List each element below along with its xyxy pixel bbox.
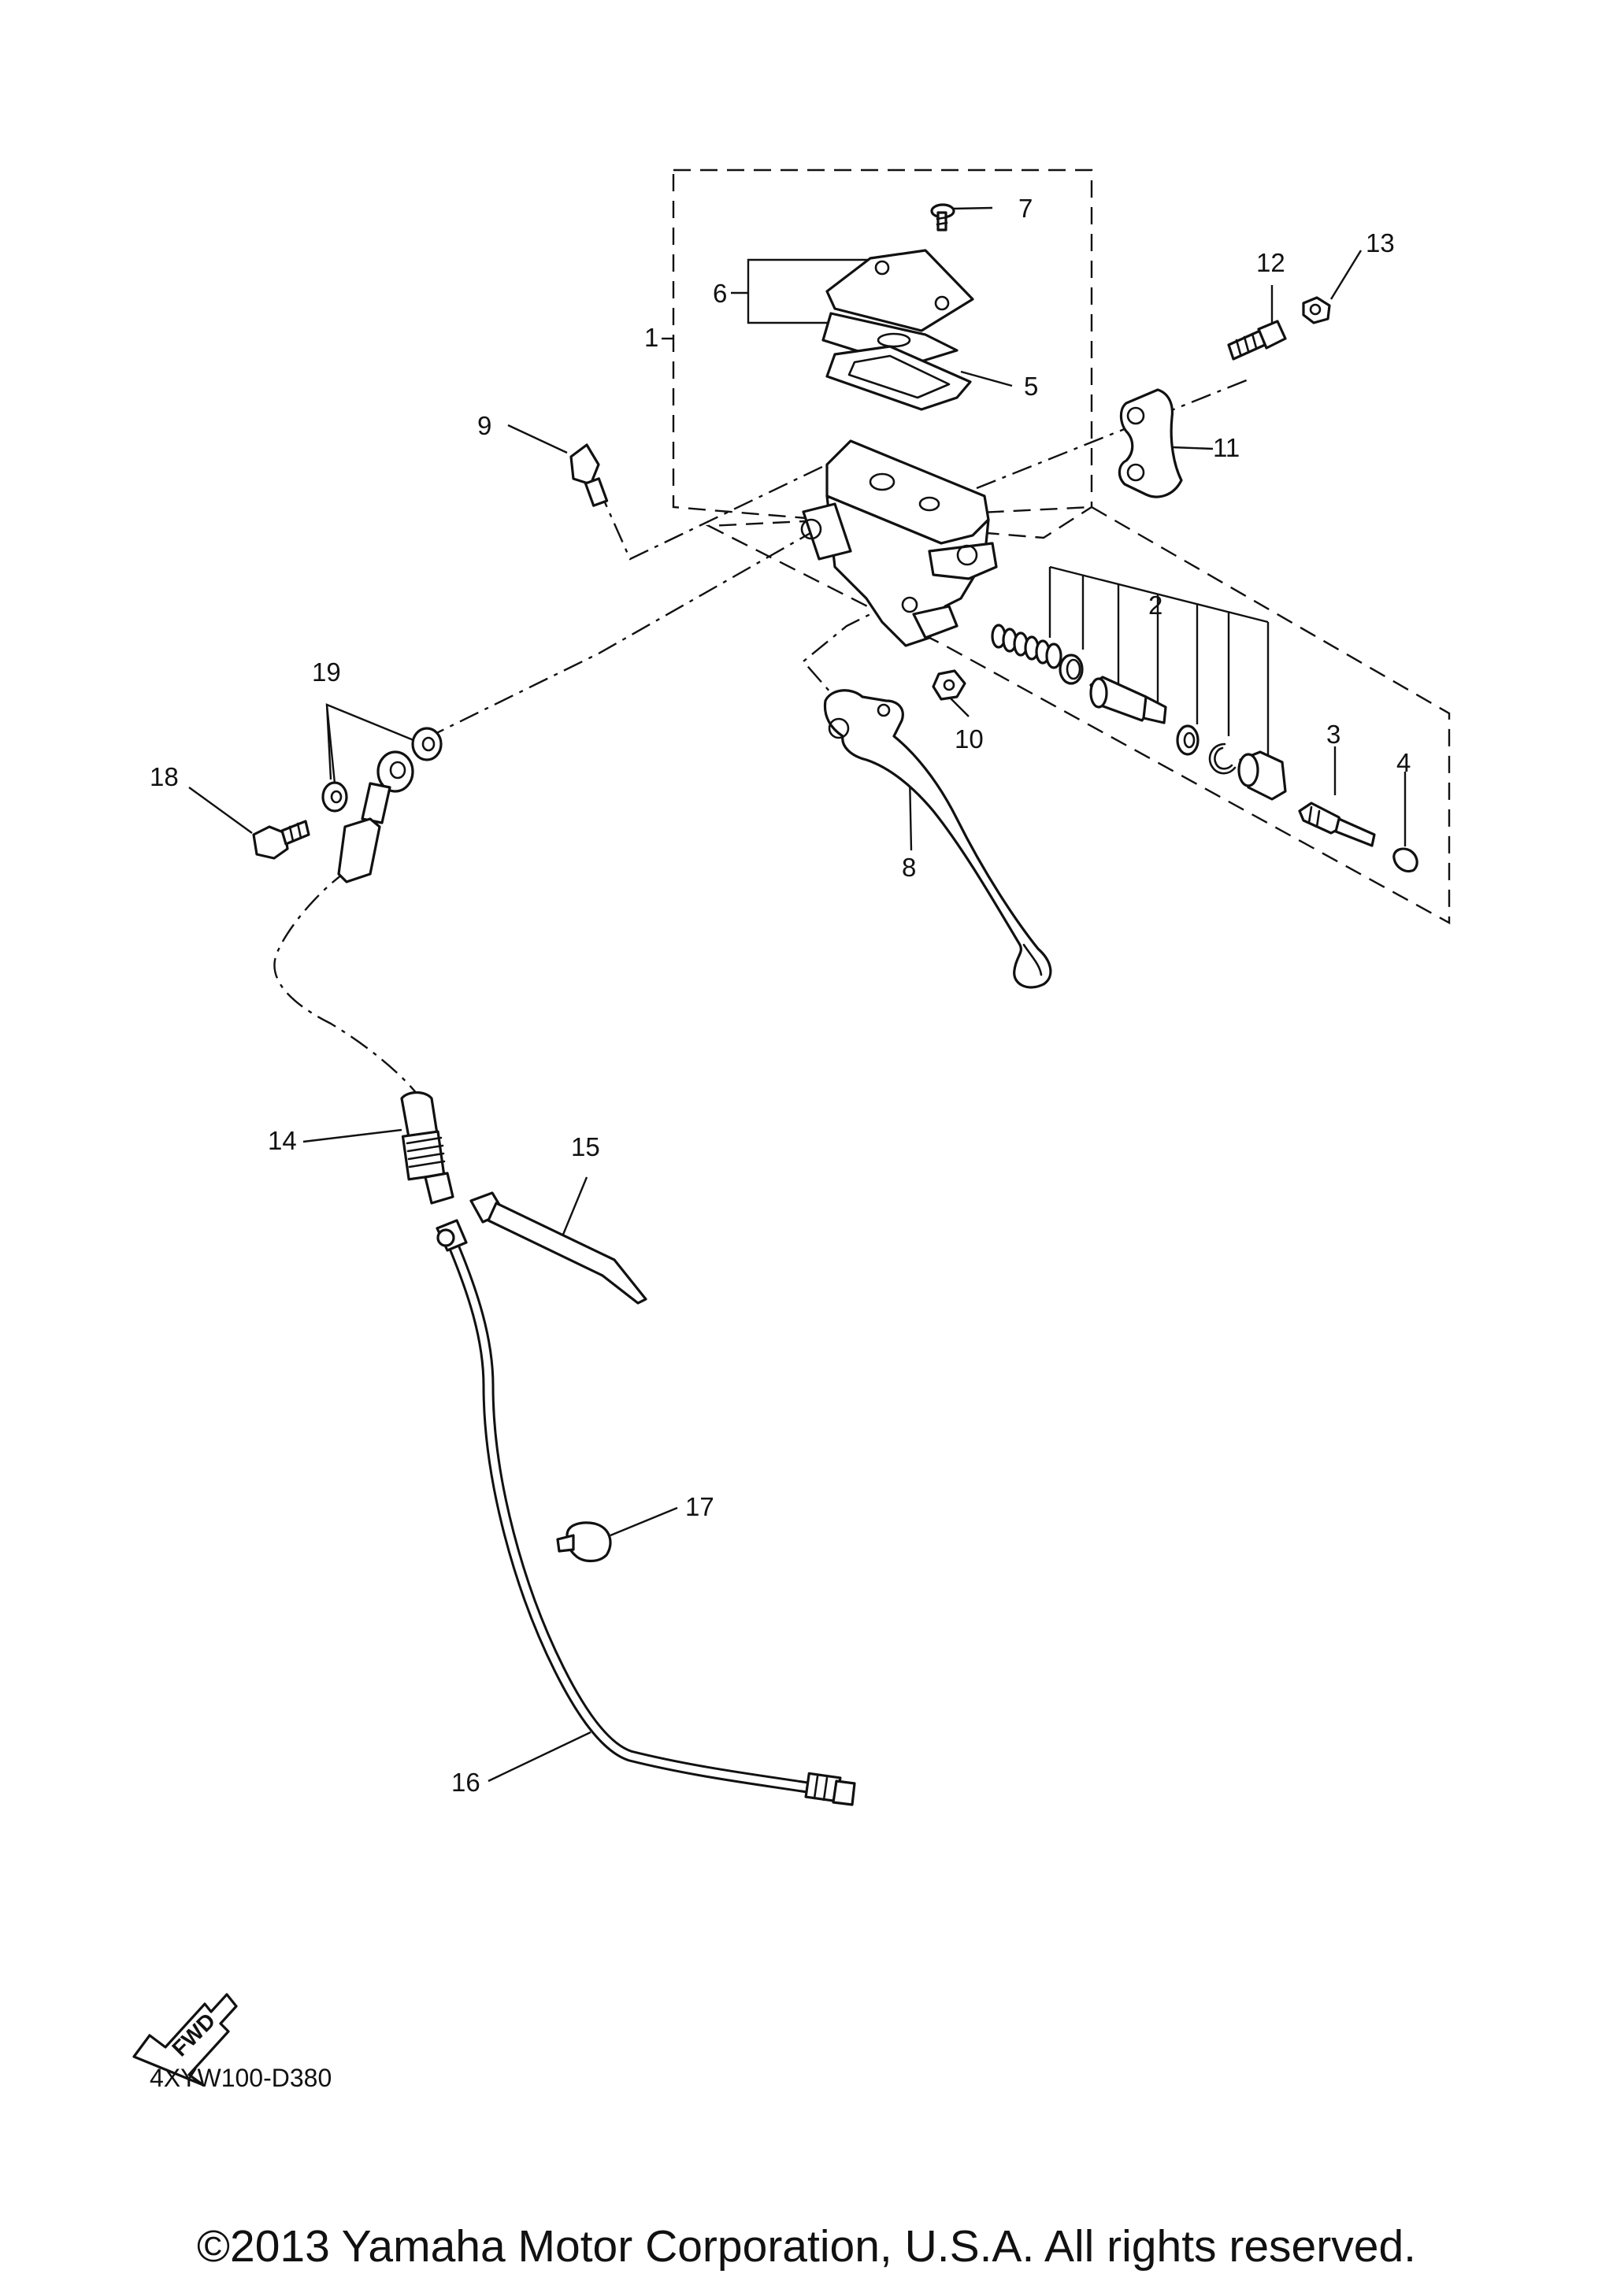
label-3: 3 xyxy=(1326,720,1340,749)
label-8: 8 xyxy=(902,853,916,882)
leader-17 xyxy=(610,1506,678,1537)
holder-bolt xyxy=(1227,320,1287,361)
handlebar-holder xyxy=(1118,388,1183,498)
group-frame-2 xyxy=(705,505,1451,925)
label-17: 17 xyxy=(685,1492,714,1521)
copyright-notice: ©2013 Yamaha Motor Corporation, U.S.A. A… xyxy=(197,2221,1416,2272)
holder-nut xyxy=(1302,296,1331,324)
label-2: 2 xyxy=(1148,591,1162,620)
leader-10 xyxy=(948,696,970,717)
master-cylinder-body xyxy=(800,439,998,647)
leader-5 xyxy=(960,370,1013,387)
cable-tie xyxy=(469,1191,647,1305)
label-6: 6 xyxy=(713,279,727,308)
leader-15 xyxy=(558,1176,588,1245)
leader-2 xyxy=(1049,565,1269,624)
leader-13 xyxy=(1329,250,1363,300)
label-1: 1 xyxy=(644,323,658,352)
piston-kit xyxy=(991,624,1287,801)
label-10: 10 xyxy=(955,724,984,754)
leader-14 xyxy=(302,1128,402,1143)
reservoir-cap xyxy=(821,249,974,368)
leader-18 xyxy=(188,787,253,834)
rod-cap xyxy=(1392,847,1418,873)
assembly-line-mount xyxy=(976,376,1253,490)
hose-banjo-fitting xyxy=(337,750,414,883)
label-9: 9 xyxy=(477,411,491,440)
pivot-nut xyxy=(932,669,966,701)
fwd-arrow-icon: FWD xyxy=(132,1993,238,2087)
diaphragm xyxy=(825,345,972,411)
clutch-lever xyxy=(823,689,1052,989)
primary-cup xyxy=(1059,654,1084,685)
leader-16 xyxy=(488,1731,591,1783)
assembly-line-bolt xyxy=(597,463,828,561)
group-frame-1 xyxy=(672,168,1093,539)
label-5: 5 xyxy=(1024,372,1038,401)
assembly-line-banjo xyxy=(425,522,828,740)
circlip xyxy=(1208,742,1237,775)
bleed-bolt xyxy=(252,820,310,860)
leader-7 xyxy=(952,206,993,210)
leader-6 xyxy=(747,258,874,324)
leader-9 xyxy=(507,424,568,454)
label-18: 18 xyxy=(150,762,179,791)
label-19: 19 xyxy=(312,657,341,687)
washer xyxy=(1176,724,1200,756)
label-7: 7 xyxy=(1018,194,1033,223)
label-15: 15 xyxy=(571,1132,600,1161)
copper-washer-lower xyxy=(321,781,348,813)
dust-boot xyxy=(1237,750,1287,801)
push-rod xyxy=(1298,802,1376,847)
label-16: 16 xyxy=(451,1768,480,1797)
copper-washer-upper xyxy=(411,727,443,761)
assembly-line-lever xyxy=(802,601,895,694)
label-11: 11 xyxy=(1213,433,1240,462)
clutch-hose xyxy=(436,1219,856,1806)
piston-spring xyxy=(991,624,1062,669)
label-4: 4 xyxy=(1396,748,1411,777)
label-12: 12 xyxy=(1256,248,1285,277)
assembly-line-hose xyxy=(273,869,418,1095)
piston xyxy=(1089,676,1167,724)
leader-11 xyxy=(1171,446,1214,450)
label-13: 13 xyxy=(1366,228,1395,257)
hose-clamp xyxy=(556,1521,612,1563)
label-14: 14 xyxy=(268,1126,297,1155)
leader-19b xyxy=(325,704,336,784)
banjo-bolt xyxy=(569,443,609,507)
hose-joint xyxy=(400,1091,454,1205)
diagram-code: 4XYW100-D380 xyxy=(150,2064,332,2092)
reservoir-screw xyxy=(930,203,955,231)
